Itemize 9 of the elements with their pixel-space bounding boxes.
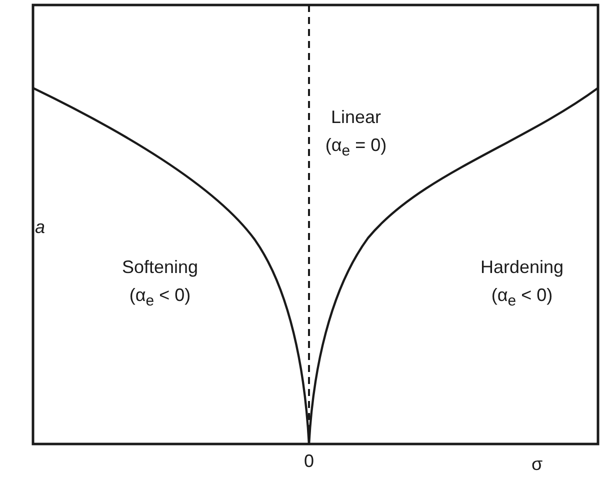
region-label: Hardening (480, 258, 564, 278)
region-label: (α$_{e}$ < 0) (491, 286, 553, 310)
tick-label: 0 (304, 452, 314, 472)
axis-label: σ (531, 455, 543, 475)
region-label: (α$_{e}$ < 0) (129, 286, 191, 310)
region-label: (α$_{e}$ = 0) (325, 136, 387, 160)
axis-label: a (35, 218, 45, 238)
region-label: Linear (330, 108, 382, 128)
region-label: Softening (122, 258, 198, 278)
